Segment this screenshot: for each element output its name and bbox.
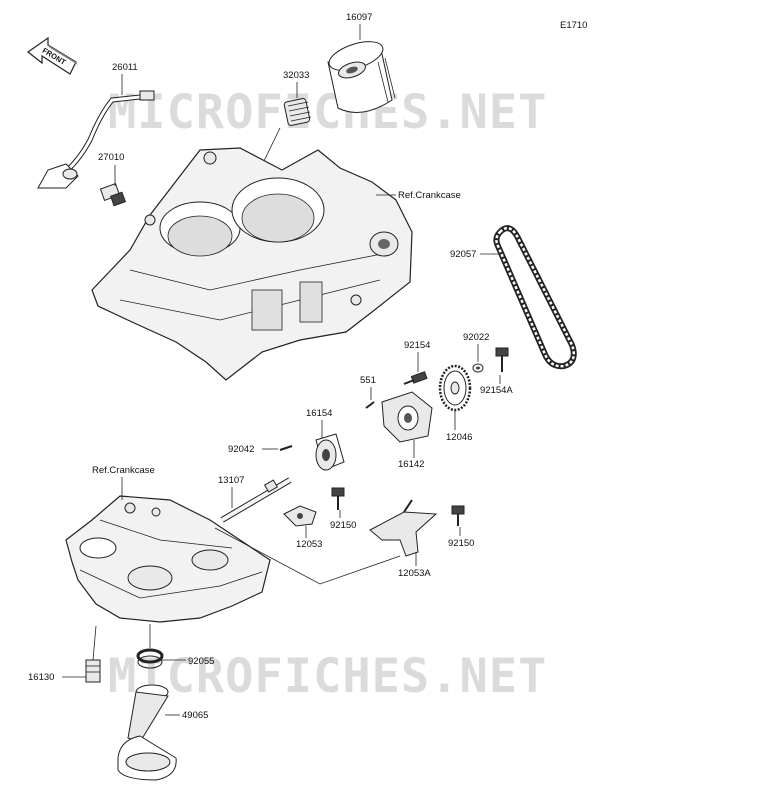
label-26011: 26011 [112, 62, 138, 73]
label-92154: 92154 [404, 340, 430, 351]
label-92154A: 92154A [480, 385, 513, 396]
o-ring-part [136, 648, 164, 669]
label-16097: 16097 [346, 12, 372, 23]
label-16130: 16130 [28, 672, 54, 683]
label-92150-right: 92150 [448, 538, 474, 549]
oil-guide-12053a-part [369, 499, 438, 557]
label-12053: 12053 [296, 539, 322, 550]
oil-strainer-part [117, 684, 177, 781]
label-92057: 92057 [450, 249, 476, 260]
label-13107: 13107 [218, 475, 244, 486]
label-92055: 92055 [188, 656, 214, 667]
bolt-92154a-part [495, 347, 509, 372]
label-ref-crankcase-top: Ref.Crankcase [398, 190, 461, 201]
watermark-bottom: MICROFICHES.NET [108, 649, 547, 704]
bolt-92150-right-part [451, 505, 465, 526]
pump-rotor-part [315, 433, 345, 471]
lower-crankcase-reference [65, 495, 271, 623]
label-16142: 16142 [398, 459, 424, 470]
diagram-code: E1710 [560, 20, 587, 31]
label-92042: 92042 [228, 444, 254, 455]
oil-pipe-part [37, 90, 155, 189]
label-551: 551 [360, 375, 376, 386]
fitting-16130-part [85, 659, 101, 683]
pin-551-part [365, 401, 375, 409]
pump-shaft-part [220, 477, 292, 523]
pipe-fitting-part [283, 98, 312, 126]
label-92150-left: 92150 [330, 520, 356, 531]
label-12053A: 12053A [398, 568, 431, 579]
pressure-switch-part [99, 182, 126, 207]
oil-guide-12053-part [283, 505, 317, 527]
label-ref-crankcase-bottom: Ref.Crankcase [92, 465, 155, 476]
label-92022: 92022 [463, 332, 489, 343]
bolt-92150-left-part [331, 487, 345, 510]
label-16154: 16154 [306, 408, 332, 419]
chain-part [493, 225, 577, 370]
sprocket-part [438, 364, 472, 412]
watermark-top: MICROFICHES.NET [108, 85, 547, 140]
oil-filter-part [327, 41, 396, 113]
bolt-92154-part [403, 371, 428, 385]
front-arrow-icon: FRONT [26, 36, 78, 75]
washer-part [472, 363, 484, 373]
oil-pump-body-part [381, 391, 433, 443]
pin-92042-part [279, 445, 293, 451]
label-27010: 27010 [98, 152, 124, 163]
upper-crankcase-reference [91, 147, 413, 381]
label-49065: 49065 [182, 710, 208, 721]
label-32033: 32033 [283, 70, 309, 81]
label-12046: 12046 [446, 432, 472, 443]
